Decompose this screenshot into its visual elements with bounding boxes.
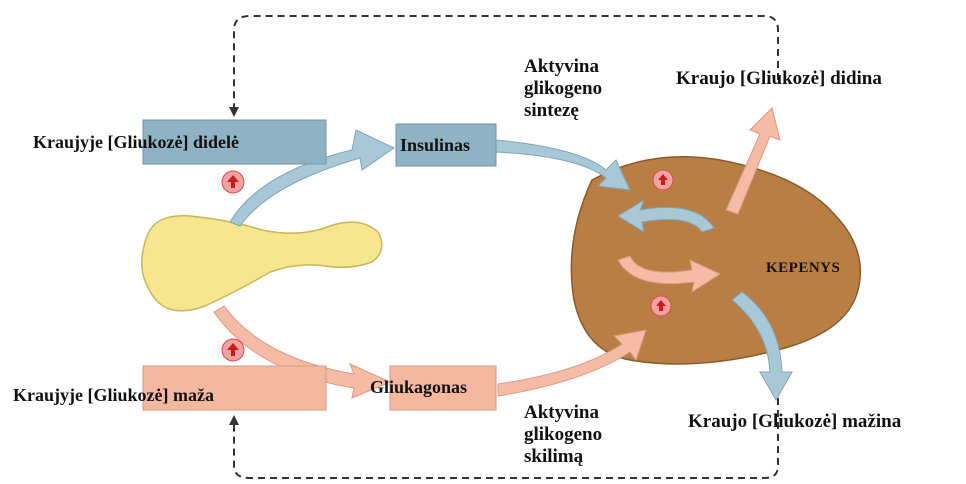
up-arrow-marker-icon [653, 170, 673, 190]
insulin-label: Insulinas [400, 134, 470, 156]
activates-synthesis-line-1: Aktyvina [524, 56, 602, 78]
activates-synthesis-line-3: sintezę [524, 100, 602, 122]
blood-glucose-up-label: Kraujo [Gliukozė] didina [676, 68, 882, 90]
pancreas-shape [142, 216, 382, 311]
top-feedback-loop [234, 16, 778, 112]
activates-synthesis-label: Aktyvina glikogeno sintezę [524, 56, 602, 122]
activates-breakdown-line-3: skilimą [524, 446, 602, 468]
up-arrow-marker-icon [222, 339, 244, 361]
activates-breakdown-line-2: glikogeno [524, 424, 602, 446]
activates-breakdown-line-1: Aktyvina [524, 402, 602, 424]
activates-breakdown-label: Aktyvina glikogeno skilimą [524, 402, 602, 468]
insulin-to-liver-arrow [496, 140, 630, 190]
up-arrow-marker-icon [651, 296, 671, 316]
high-glucose-label: Kraujyje [Gliukozė] didelė [33, 131, 239, 153]
low-glucose-label: Kraujyje [Gliukozė] maža [13, 384, 214, 406]
glucagon-label: Gliukagonas [370, 376, 467, 398]
liver-label: KEPENYS [766, 260, 840, 277]
blood-glucose-down-label: Kraujo [Gliukozė] mažina [688, 411, 901, 433]
activates-synthesis-line-2: glikogeno [524, 78, 602, 100]
up-arrow-marker-icon [222, 171, 244, 193]
glucagon-to-liver-arrow [498, 330, 646, 396]
